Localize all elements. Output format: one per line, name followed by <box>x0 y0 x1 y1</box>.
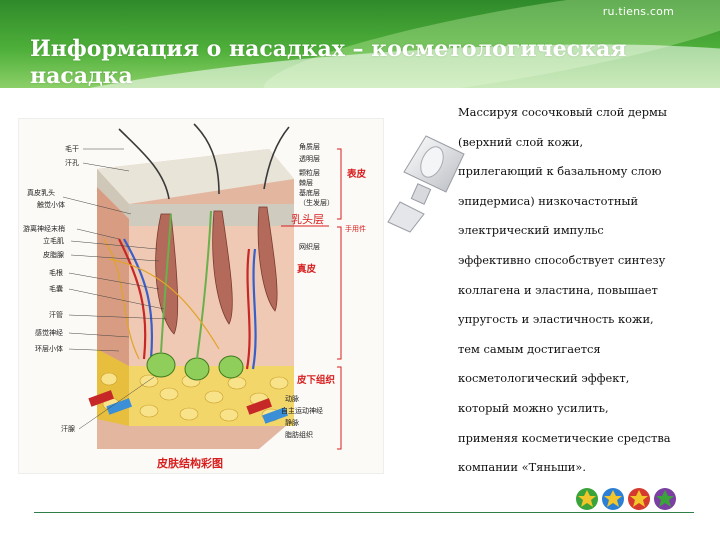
label-device-ref: 手用件 <box>345 224 366 233</box>
label-hypodermis: 皮下组织 <box>296 374 336 386</box>
label-hair-shaft: 毛干 <box>65 144 79 153</box>
description-line: электрический импульс <box>458 216 716 246</box>
label-follicle: 毛囊 <box>49 284 63 293</box>
label-stratum-lucidum: 透明层 <box>299 155 320 163</box>
logo-figure-icon <box>576 488 598 510</box>
logo-figure-icon <box>602 488 624 510</box>
label-artery: 动脉 <box>285 394 299 403</box>
label-fat-tissue: 脂肪组织 <box>285 430 313 439</box>
label-meissner: 触觉小体 <box>37 200 65 209</box>
label-stratum-corneum: 角质层 <box>299 142 320 151</box>
skin-structure-diagram: 毛干 汗孔 真皮乳头 触觉小体 游离神经末梢 立毛肌 皮脂腺 毛根 毛囊 汗管 … <box>18 118 384 474</box>
description-line: упругость и эластичность кожи, <box>458 305 716 335</box>
label-sweat-duct: 汗管 <box>49 310 63 319</box>
label-epidermis: 表皮 <box>346 168 367 180</box>
label-sensory-nerve: 感觉神经 <box>35 328 63 337</box>
label-dermal-papilla: 真皮乳头 <box>27 188 55 197</box>
description-line: Массируя сосочковый слой дермы <box>458 98 716 128</box>
label-stratum-granulosum: 颗粒层 <box>299 168 320 177</box>
label-papillary-layer: 乳头层 <box>291 213 324 226</box>
description-text: Массируя сосочковый слой дермы (верхний … <box>458 98 716 483</box>
label-sebaceous: 皮脂腺 <box>43 250 64 259</box>
label-free-nerve: 游离神经末梢 <box>23 224 65 233</box>
label-pacinian: 环层小体 <box>35 344 63 353</box>
description-line: применяя косметические средства <box>458 424 716 454</box>
label-dermis: 真皮 <box>297 263 317 275</box>
footer-divider <box>34 512 694 513</box>
brand-logos <box>575 484 685 514</box>
slide-title: Информация о насадках – косметологическа… <box>30 36 630 94</box>
logo-figure-icon <box>628 488 650 510</box>
label-sweat-gland: 汗腺 <box>61 424 75 433</box>
label-reticular: 网织层 <box>299 242 320 251</box>
label-pore: 汗孔 <box>65 159 79 167</box>
label-germinative: （生发层） <box>299 198 334 207</box>
brand-url[interactable]: ru.tiens.com <box>603 5 674 18</box>
description-line: косметологический эффект, <box>458 364 716 394</box>
description-line: прилегающий к базальному слою <box>458 157 716 187</box>
description-line: тем самым достигается <box>458 335 716 365</box>
label-stratum-spinosum: 棘层 <box>299 179 313 187</box>
description-line: эпидермиса) низкочастотный <box>458 187 716 217</box>
logo-figure-icon <box>654 488 676 510</box>
label-stratum-basale: 基底层 <box>299 188 320 197</box>
label-hair-root: 毛根 <box>49 268 63 277</box>
description-line: (верхний слой кожи, <box>458 128 716 158</box>
label-vein: 静脉 <box>285 418 299 427</box>
label-arrector: 立毛肌 <box>43 236 64 245</box>
description-line: который можно усилить, <box>458 394 716 424</box>
description-line: коллагена и эластина, повышает <box>458 276 716 306</box>
description-line: эффективно способствует синтезу <box>458 246 716 276</box>
description-line: компании «Тяньши». <box>458 453 716 483</box>
diagram-caption: 皮肤结构彩图 <box>156 456 223 470</box>
label-motor-nerve: 自主运动神经 <box>281 406 323 415</box>
